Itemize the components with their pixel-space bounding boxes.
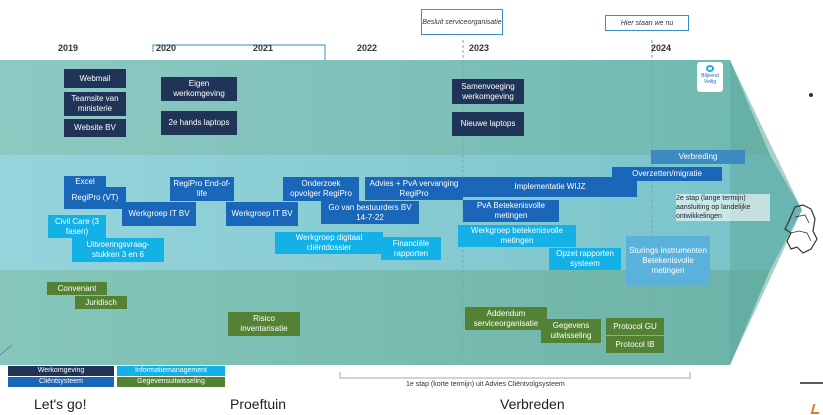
box-excel: Excel <box>64 176 106 187</box>
box-werkgroep-it-1: Werkgroep IT BV <box>122 202 196 226</box>
year-2019: 2019 <box>58 43 79 53</box>
year-2020: 2020 <box>156 43 177 53</box>
box-protocol-gu: Protocol GU <box>606 318 664 335</box>
box-implementatie-wijz: Implementatie WIJZ <box>463 177 637 197</box>
box-sturingsinstrumenten: Sturings instrumenten Betekenisvolle met… <box>626 236 710 286</box>
box-teamsite: Teamsite van ministerie <box>64 92 126 116</box>
box-gegevens-uitwisseling: Gegevens uitwisseling <box>541 319 601 343</box>
box-financiele-rapporten: Financiële rapporten <box>381 237 441 260</box>
box-eigen-werkomgeving: Eigen werkomgeving <box>161 77 237 101</box>
box-pva-metingen: PvA Betekenisvolle metingen <box>463 200 559 222</box>
year-2021: 2021 <box>253 43 274 53</box>
netherlands-map-icon <box>784 204 818 254</box>
bracket-note: 1e stap (korte termijn) uit Advies Cliën… <box>406 381 565 388</box>
box-risico: Risico inventarisatie <box>228 312 300 336</box>
now-callout-text: Hier staan we nu <box>620 19 674 27</box>
year-2023: 2023 <box>469 43 490 53</box>
legend-gegevensuitwisseling: Gegevensuitwisseling <box>117 377 225 387</box>
decision-callout: Besluit serviceorganisatie <box>421 9 503 35</box>
box-onderzoek: Onderzoek opvolger RegiPro <box>283 177 359 201</box>
box-addendum: Addendum serviceorganisatie <box>465 307 547 330</box>
box-protocol-ib: Protocol IB <box>606 336 664 353</box>
box-samenvoeging: Samenvoeging werkomgeving <box>452 79 524 104</box>
logo-icon <box>706 65 714 72</box>
box-uitvoeringsvraagstukken: Uitvoeringsvraag-stukken 3 en 6 <box>72 238 164 262</box>
box-civil-care: Civil Care (3 fasen) <box>48 215 106 238</box>
box-convenant: Convenant <box>47 282 107 295</box>
box-nieuwe-laptops: Nieuwe laptops <box>452 112 524 136</box>
box-website: Website BV <box>64 119 126 137</box>
box-juridisch: Juridisch <box>75 296 127 309</box>
decision-callout-text: Besluit serviceorganisatie <box>422 18 502 26</box>
box-regipro-vt: RegiPro (VT) <box>64 187 126 209</box>
box-advies-pva: Advies + PvA vervanging RegiPro <box>365 177 463 200</box>
box-overzetten-migratie: Overzetten/migratie <box>612 167 722 181</box>
box-go-bestuurders: Go van bestuurders BV 14-7-22 <box>321 201 419 224</box>
now-callout: Hier staan we nu <box>605 15 689 31</box>
box-2e-hands-laptops: 2e hands laptops <box>161 111 237 135</box>
box-verbreding: Verbreding <box>651 150 745 164</box>
year-2024: 2024 <box>651 43 672 53</box>
blijvend-veilig-logo: Blijvend Veilig <box>697 62 723 92</box>
box-regipro-eol: RegiPro End-of-life <box>170 177 234 201</box>
phase-lets-go: Let's go! <box>34 396 87 412</box>
legend-werkomgeving: Werkomgeving <box>8 366 114 376</box>
year-2022: 2022 <box>357 43 378 53</box>
logo-line1: Blijvend <box>701 73 719 79</box>
phase-proeftuin: Proeftuin <box>230 396 287 412</box>
logo-line2: Veilig <box>704 79 716 85</box>
legend-informatiemanagement: Informatiemanagement <box>117 366 225 376</box>
box-werkgroep-it-2: Werkgroep IT BV <box>226 202 298 226</box>
box-werkgroep-dossier: Werkgroep digitaal cliëntdossier <box>275 232 383 254</box>
box-werkgroep-betekenisvolle: Werkgroep betekenisvolle metingen <box>458 225 576 247</box>
legend-clientsysteem: Cliëntsysteem <box>8 377 114 387</box>
box-webmail: Webmail <box>64 69 126 88</box>
phase-verbreden: Verbreden <box>500 396 565 412</box>
box-opzet-rapporten: Opzet rapporten systeem <box>549 248 621 270</box>
side-note: 2e stap (lange termijn) aansluiting op l… <box>676 194 770 221</box>
